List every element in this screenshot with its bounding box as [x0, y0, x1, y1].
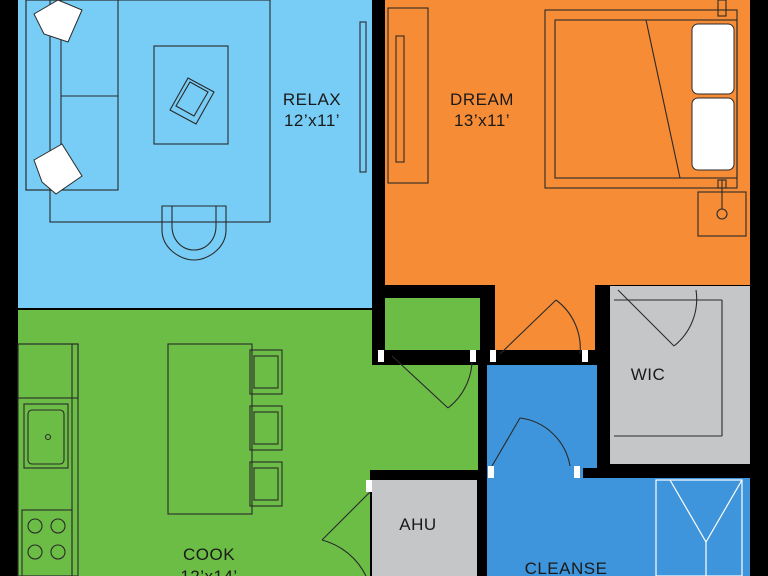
room-cleanse[interactable] — [487, 365, 750, 576]
room-label-cleanse: CLEANSE — [525, 559, 608, 576]
room-size-relax: 12’x11’ — [284, 111, 340, 130]
sink-icon — [23, 403, 69, 469]
stove-icon — [21, 509, 73, 576]
tv-console-relax — [359, 21, 367, 173]
room-dream[interactable] — [385, 0, 750, 285]
room-ahu[interactable] — [372, 480, 477, 576]
door-wic[interactable] — [614, 289, 723, 437]
door-jamb-markers — [366, 350, 588, 492]
kitchen-island — [167, 343, 253, 515]
room-size-dream: 13’x11’ — [454, 111, 510, 130]
dresser — [387, 7, 429, 184]
door-cleanse[interactable] — [491, 417, 571, 467]
door-dream[interactable] — [499, 299, 581, 355]
bed-pillow-icon — [691, 23, 735, 171]
room-wic[interactable] — [610, 286, 750, 464]
room-label-wic: WIC — [631, 365, 666, 384]
bar-stool — [249, 349, 283, 507]
bed — [544, 9, 738, 189]
hall-closet — [385, 298, 480, 350]
room-cook[interactable] — [18, 310, 478, 576]
room-label-dream: DREAM — [450, 90, 514, 109]
nightstand — [697, 0, 747, 237]
room-label-relax: RELAX — [283, 90, 341, 109]
coffee-table — [153, 45, 229, 145]
room-label-cook: COOK — [183, 545, 235, 564]
armchair — [161, 205, 227, 261]
door-ahu[interactable] — [321, 491, 371, 576]
sofa — [25, 0, 271, 223]
room-label-ahu: AHU — [399, 515, 436, 534]
room-relax[interactable] — [18, 0, 372, 308]
shower-icon — [655, 479, 743, 576]
room-size-cook: 12’x14’ — [180, 567, 237, 576]
pillow-icon — [33, 0, 83, 195]
dream-doorway — [495, 280, 595, 350]
